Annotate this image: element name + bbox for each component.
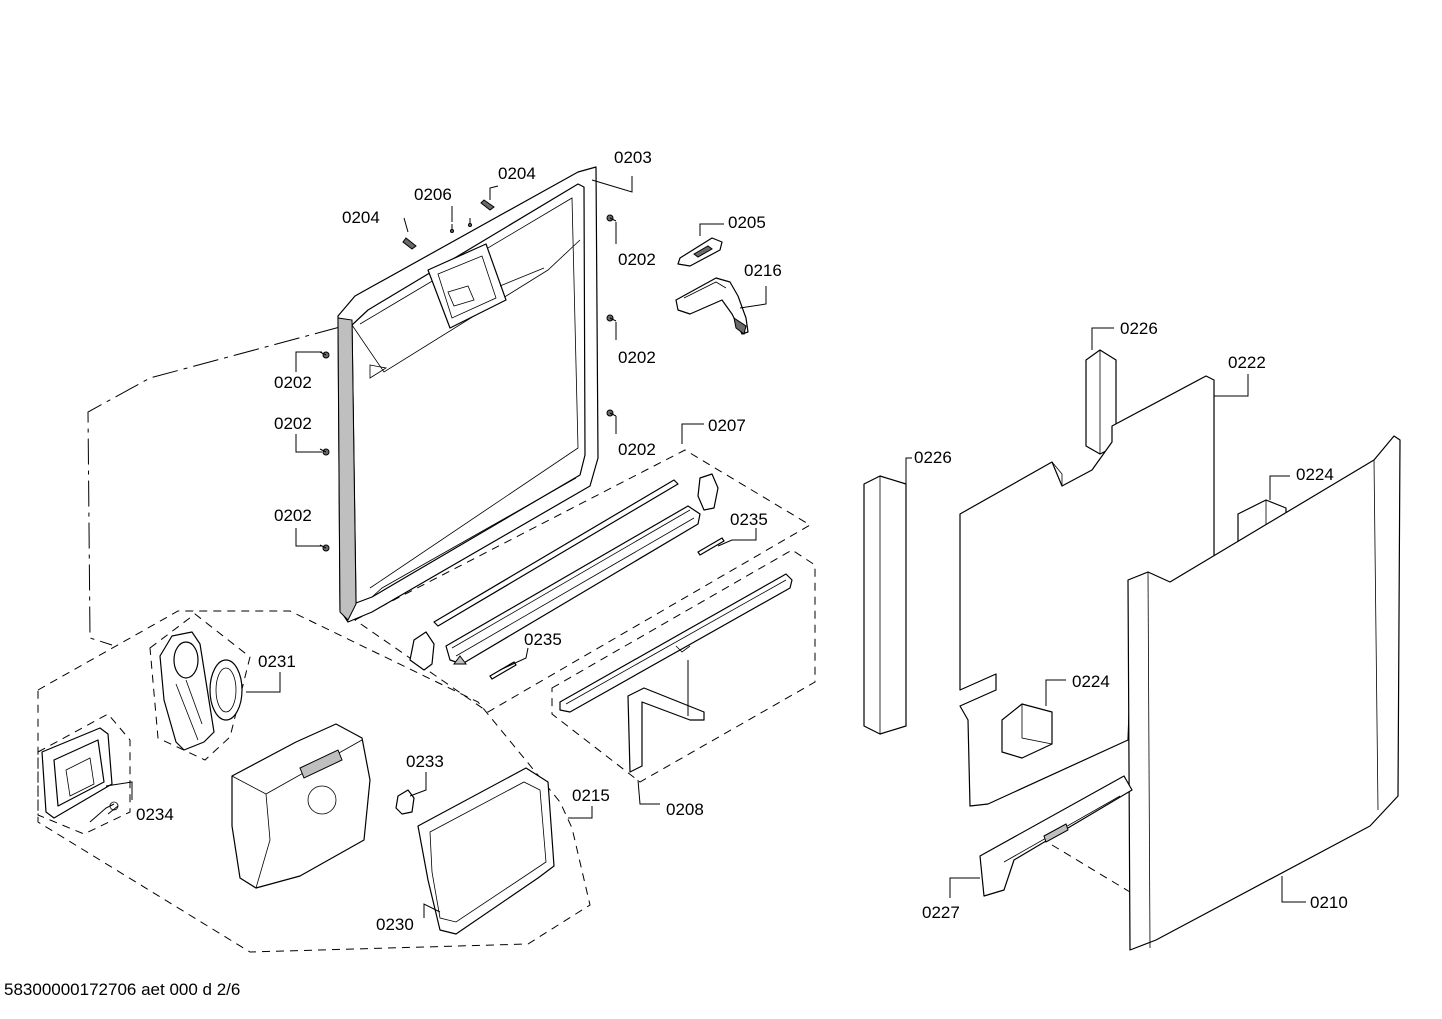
- label-0204: 0204: [498, 164, 536, 183]
- drawing-code: 58300000172706 aet 000 d 2/6: [4, 980, 241, 999]
- label-0208: 0208: [666, 800, 704, 819]
- leader-lines: [105, 176, 1306, 918]
- screw-icon: [319, 351, 330, 359]
- label-0226: 0226: [914, 448, 952, 467]
- label-0206: 0206: [414, 185, 452, 204]
- callout-labels: 0203 0204 0204 0206 0205 0216 0202 0202 …: [136, 148, 1348, 934]
- label-0226: 0226: [1120, 319, 1158, 338]
- label-0202: 0202: [618, 250, 656, 269]
- screw-icon: [606, 409, 617, 417]
- label-0202: 0202: [618, 348, 656, 367]
- fan-bracket: [159, 631, 243, 751]
- door-inner-panel: [337, 166, 599, 623]
- dispenser-assembly: [231, 723, 555, 935]
- label-0224: 0224: [1296, 465, 1334, 484]
- kick-strip-0227: [979, 775, 1133, 897]
- label-0235: 0235: [524, 630, 562, 649]
- label-0215: 0215: [572, 786, 610, 805]
- screw-icon: [480, 199, 495, 211]
- screw-icon: [606, 214, 617, 222]
- label-0235: 0235: [730, 510, 768, 529]
- label-0207: 0207: [708, 416, 746, 435]
- label-0231: 0231: [258, 652, 296, 671]
- label-0233: 0233: [406, 752, 444, 771]
- support-bar: [559, 573, 793, 773]
- label-0230: 0230: [376, 915, 414, 934]
- side-trim-0226: [863, 349, 1117, 735]
- assembly-outlines: [37, 326, 1131, 953]
- screws: [319, 199, 617, 552]
- control-module: [41, 727, 119, 823]
- label-0203: 0203: [614, 148, 652, 167]
- screw-icon: [319, 448, 330, 456]
- screw-icon: [319, 544, 330, 552]
- label-0210: 0210: [1310, 893, 1348, 912]
- label-0222: 0222: [1228, 353, 1266, 372]
- label-0216: 0216: [744, 261, 782, 280]
- screw-icon: [606, 314, 617, 322]
- label-0202: 0202: [618, 440, 656, 459]
- screw-icon: [402, 237, 417, 250]
- rail-assembly: [409, 473, 725, 680]
- label-0204: 0204: [342, 208, 380, 227]
- label-0234: 0234: [136, 805, 174, 824]
- door-panel-0210: [1127, 435, 1401, 951]
- label-0227: 0227: [922, 903, 960, 922]
- label-0202: 0202: [274, 373, 312, 392]
- label-0205: 0205: [728, 213, 766, 232]
- label-0202: 0202: [274, 414, 312, 433]
- hinge-parts: [675, 237, 749, 335]
- label-0202: 0202: [274, 506, 312, 525]
- pin-icon: [450, 224, 454, 233]
- label-0224: 0224: [1072, 672, 1110, 691]
- pin-icon: [468, 218, 472, 227]
